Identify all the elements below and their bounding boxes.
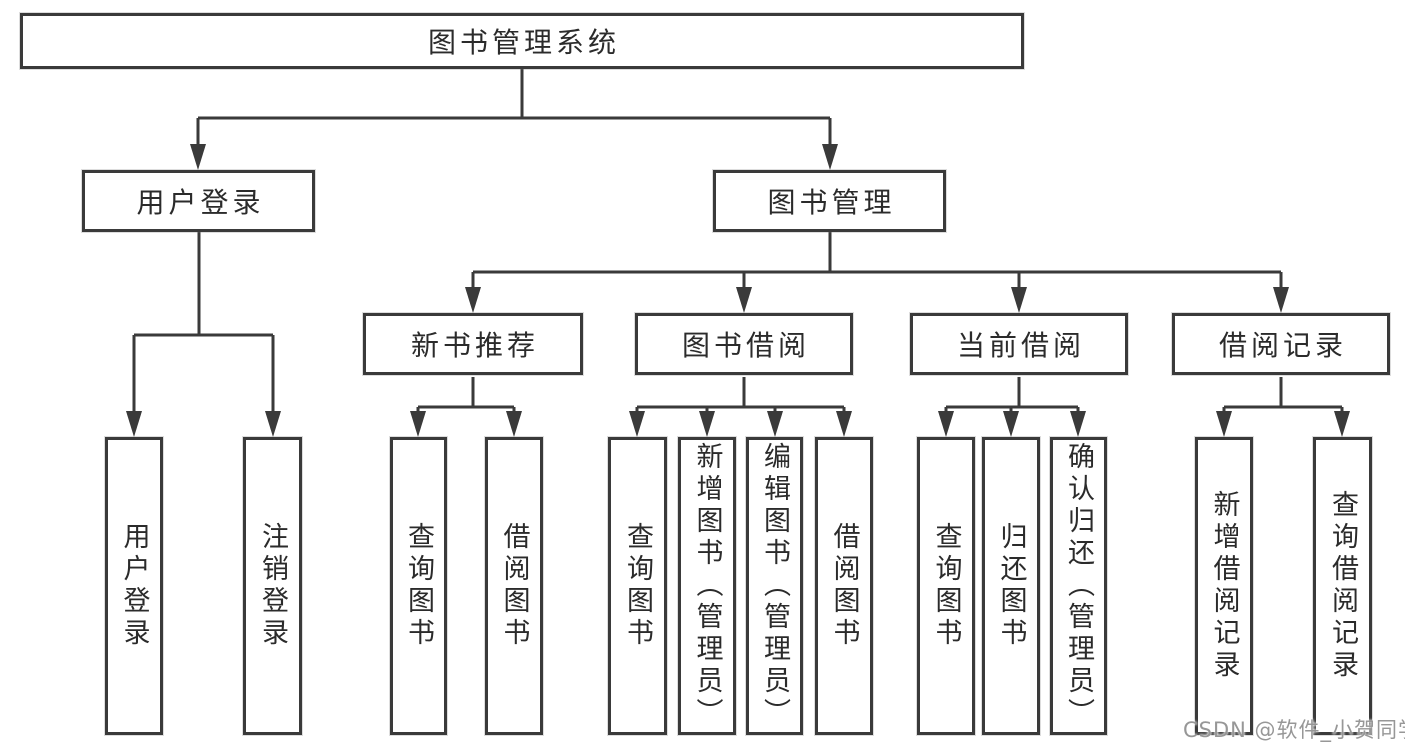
node-cb-query-book: 查询图书 bbox=[917, 437, 975, 735]
node-nbr-query-book: 查询图书 bbox=[390, 437, 447, 735]
node-bb-edit-book: 编辑图书（管理员） bbox=[746, 437, 803, 735]
node-bb-query-book: 查询图书 bbox=[608, 437, 667, 735]
node-bb-borrow-book: 借阅图书 bbox=[815, 437, 873, 735]
node-new-book-recommend: 新书推荐 bbox=[363, 313, 583, 375]
connector-book-management-children bbox=[465, 232, 1289, 313]
node-br-query-record: 查询借阅记录 bbox=[1313, 437, 1372, 735]
node-user-login: 用户登录 bbox=[82, 170, 315, 232]
node-bb-add-book: 新增图书（管理员） bbox=[678, 437, 736, 735]
node-login: 用户登录 bbox=[105, 437, 163, 735]
connector-current-borrow-children bbox=[938, 377, 1086, 437]
node-cb-return-book: 归还图书 bbox=[982, 437, 1040, 735]
connector-user-login-children bbox=[126, 232, 281, 437]
connector-root-to-level2 bbox=[190, 69, 838, 170]
node-current-borrow: 当前借阅 bbox=[910, 313, 1128, 375]
node-nbr-borrow-book: 借阅图书 bbox=[485, 437, 543, 735]
node-book-borrow: 图书借阅 bbox=[635, 313, 853, 375]
node-book-management: 图书管理 bbox=[713, 170, 946, 232]
node-root: 图书管理系统 bbox=[20, 13, 1024, 69]
node-br-add-record: 新增借阅记录 bbox=[1195, 437, 1253, 735]
csdn-watermark: CSDN @软件_小贺同学 bbox=[1183, 718, 1405, 742]
connector-new-book-recommend-children bbox=[410, 377, 522, 437]
connector-borrow-record-children bbox=[1216, 377, 1350, 437]
connector-book-borrow-children bbox=[629, 377, 852, 437]
node-cb-confirm-return: 确认归还（管理员） bbox=[1050, 437, 1107, 735]
node-borrow-record: 借阅记录 bbox=[1172, 313, 1390, 375]
node-logout: 注销登录 bbox=[243, 437, 302, 735]
